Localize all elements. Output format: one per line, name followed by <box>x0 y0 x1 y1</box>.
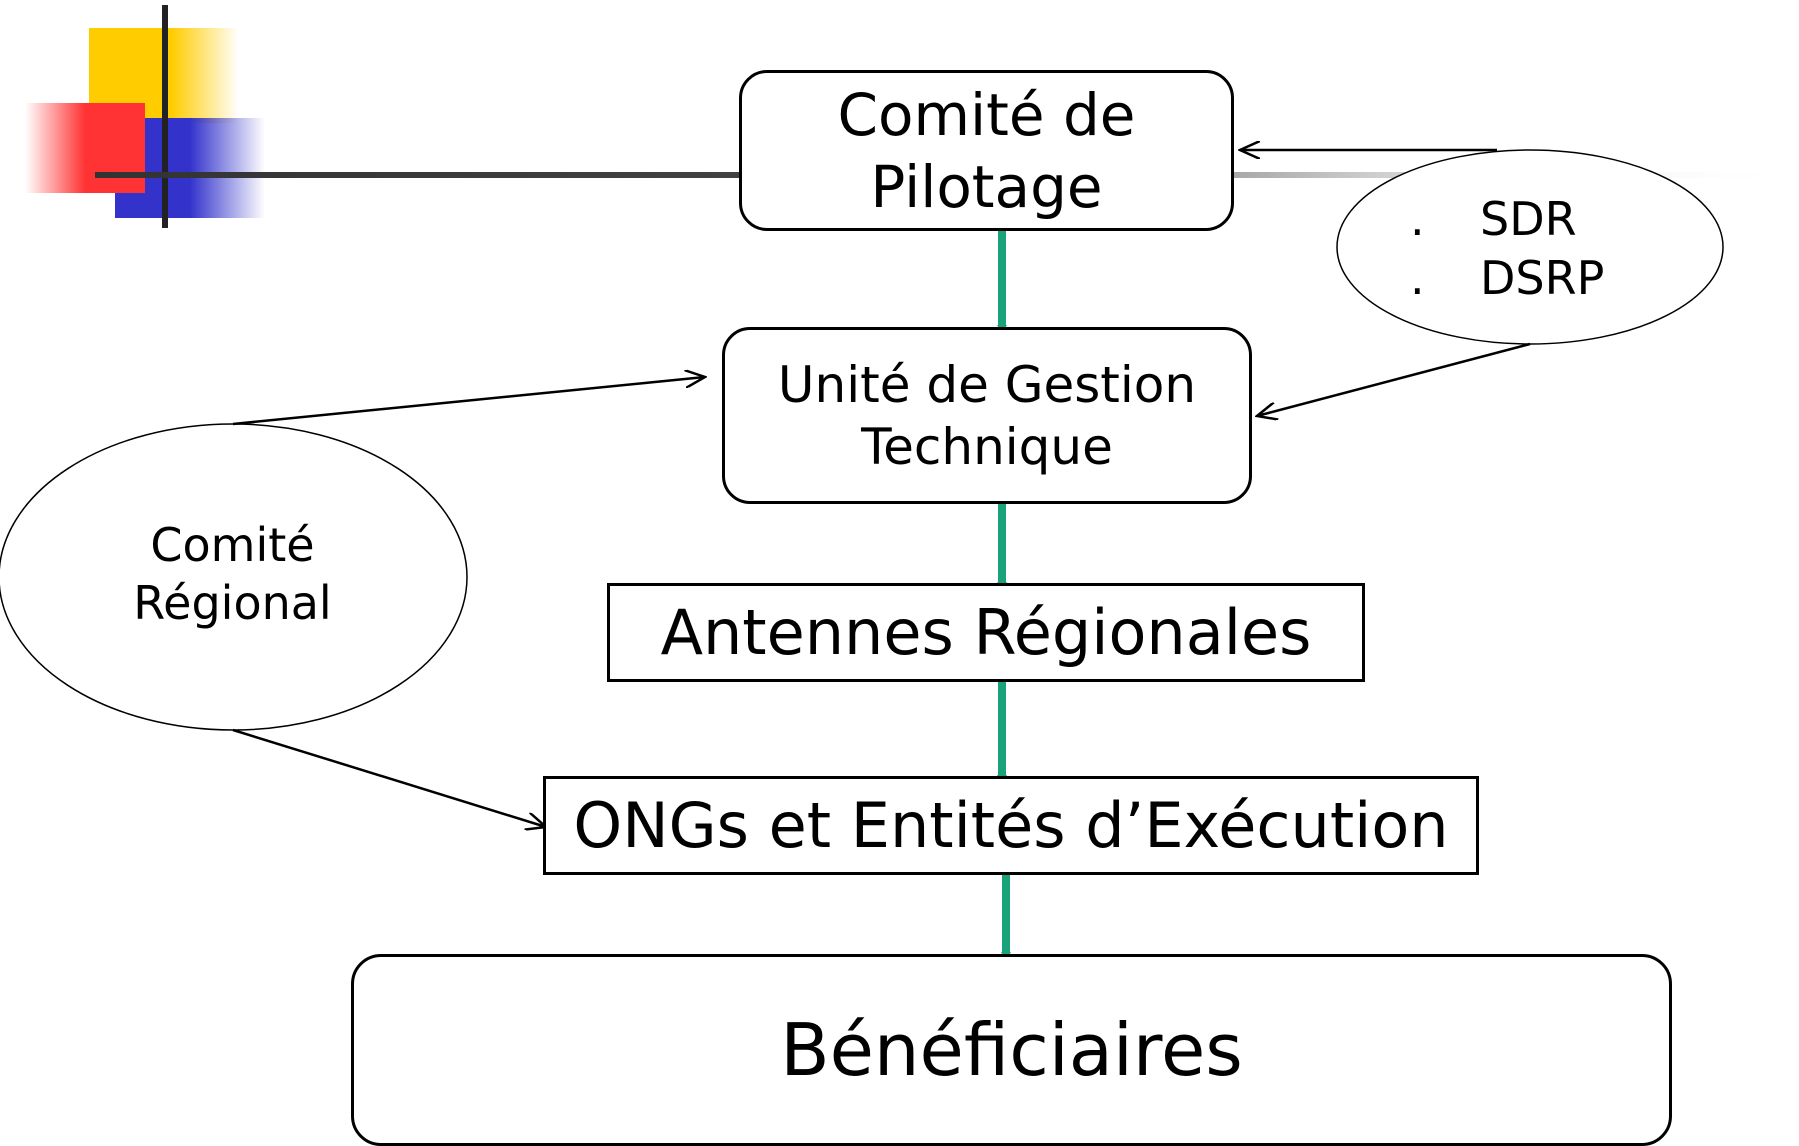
node-beneficiaires: Bénéficiaires <box>351 954 1672 1146</box>
ellipse-sdr-dsrp <box>1336 149 1724 345</box>
comite-regional-line2: Régional <box>133 576 332 630</box>
ugt-line1: Unité de Gestion <box>777 355 1197 414</box>
node-antennes-regionales: Antennes Régionales <box>607 583 1365 682</box>
sdr-label: SDR <box>1480 192 1577 246</box>
dsrp-label: DSRP <box>1480 251 1605 305</box>
ugt-line2: Technique <box>861 417 1113 476</box>
comite-regional-text: Comité Régional <box>80 516 385 632</box>
sdr-item: . SDR <box>1410 192 1577 246</box>
comite-regional-line1: Comité <box>150 518 315 572</box>
node-comite-de-pilotage: Comité de Pilotage <box>739 70 1234 231</box>
dsrp-bullet: . <box>1410 251 1425 305</box>
ongs-label: ONGs et Entités d’Exécution <box>573 789 1449 862</box>
antennes-label: Antennes Régionales <box>660 596 1312 669</box>
node-unite-de-gestion-technique: Unité de Gestion Technique <box>722 327 1252 504</box>
sdr-bullet: . <box>1410 192 1425 246</box>
logo-red-square <box>25 103 145 193</box>
arrow-sdr-to-ugt <box>1257 342 1531 416</box>
arrow-regional-to-ongs <box>232 728 546 827</box>
beneficiaires-label: Bénéficiaires <box>780 1008 1243 1092</box>
comite-pilotage-line1: Comité de <box>837 80 1136 149</box>
dsrp-item: . DSRP <box>1410 251 1604 305</box>
node-ongs-entites-execution: ONGs et Entités d’Exécution <box>543 776 1479 875</box>
arrow-regional-to-ugt <box>232 377 705 426</box>
comite-pilotage-line2: Pilotage <box>870 152 1103 221</box>
